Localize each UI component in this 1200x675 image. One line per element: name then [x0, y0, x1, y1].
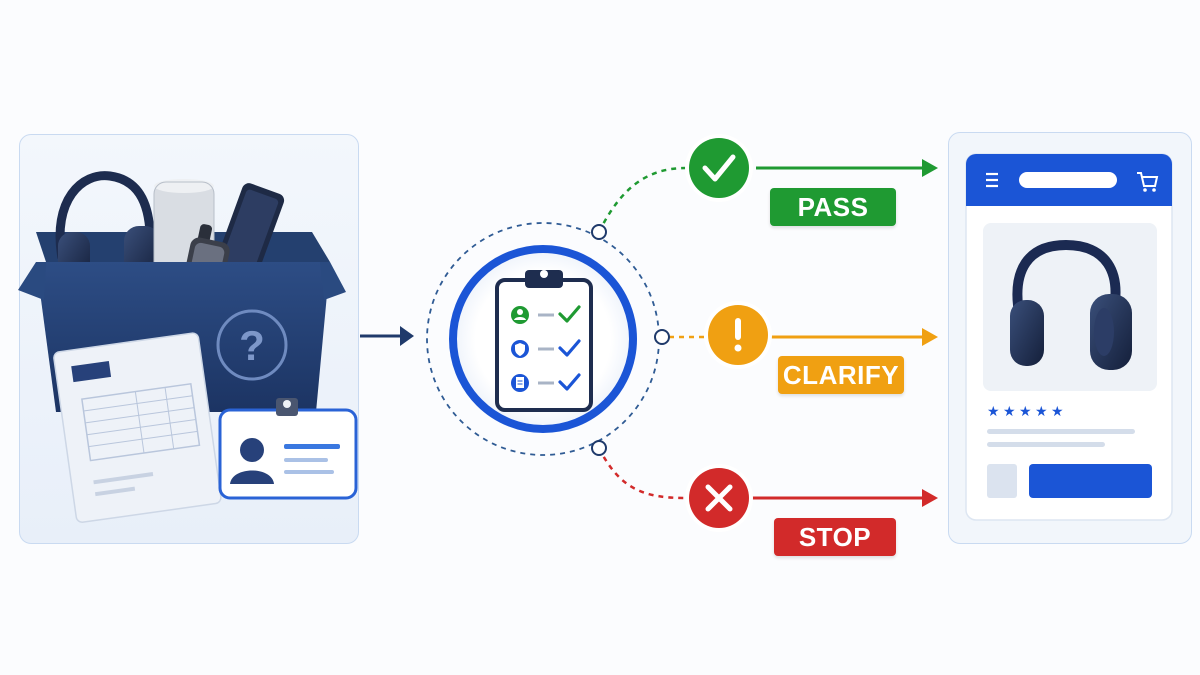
search-bar[interactable] [1019, 172, 1117, 188]
checkmark-icon [558, 373, 581, 391]
checkmark-icon [702, 154, 736, 182]
add-to-cart-button[interactable] [1029, 464, 1152, 498]
checkmark-icon [558, 339, 581, 357]
pass-branch [591, 134, 938, 240]
checkmark-icon [558, 305, 581, 323]
exclamation-icon [734, 318, 742, 352]
star-icon: ★ [1019, 404, 1032, 420]
clarify-badge: CLARIFY [778, 356, 904, 394]
rating-stars: ★ ★ ★ ★ ★ [987, 404, 1064, 420]
pass-badge: PASS [770, 188, 896, 226]
document-icon [511, 374, 529, 392]
id-badge-icon [218, 398, 358, 500]
stop-badge: STOP [774, 518, 896, 556]
star-icon: ★ [1051, 404, 1064, 420]
star-icon: ★ [987, 404, 1000, 420]
stop-branch [591, 440, 938, 532]
headphones-icon [1010, 239, 1132, 370]
invoice-document-icon [53, 332, 222, 523]
user-icon [511, 306, 529, 324]
star-icon: ★ [1035, 404, 1048, 420]
validator-hub [426, 222, 660, 456]
quantity-box[interactable] [987, 464, 1017, 498]
input-arrow [360, 326, 414, 346]
shield-icon [511, 340, 529, 358]
star-icon: ★ [1003, 404, 1016, 420]
cart-icon[interactable] [1137, 172, 1159, 192]
pass-status-circle [689, 138, 749, 198]
x-mark-icon [705, 484, 733, 512]
svg-text:?: ? [239, 322, 265, 369]
menu-icon[interactable] [986, 172, 998, 188]
question-mark-icon: ? [216, 309, 288, 381]
product-listing-card: ★ ★ ★ ★ ★ [965, 153, 1173, 521]
clipboard-icon [495, 270, 593, 412]
clarify-branch [654, 301, 938, 369]
phone-icon [215, 183, 285, 279]
